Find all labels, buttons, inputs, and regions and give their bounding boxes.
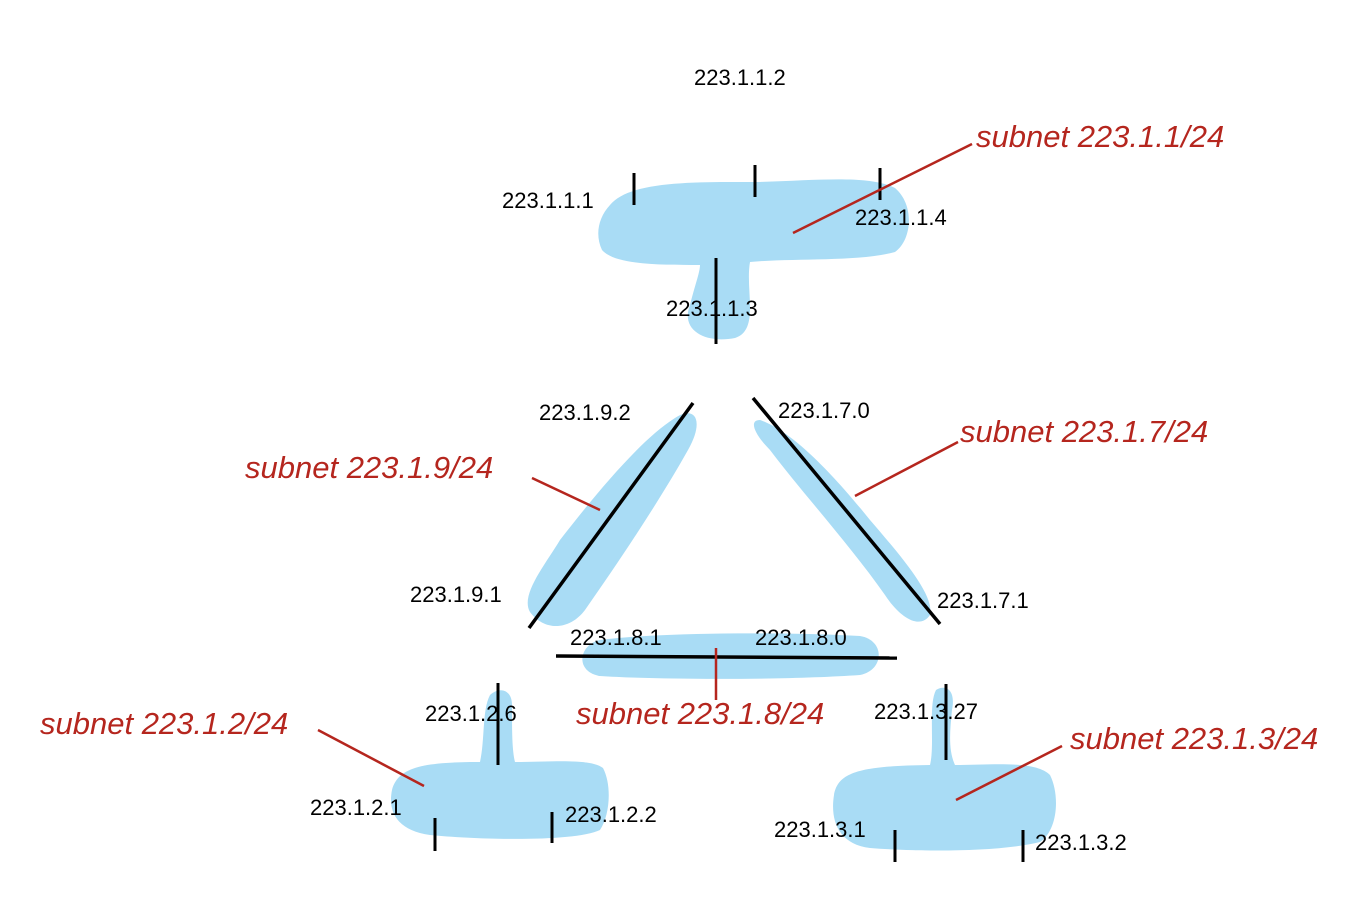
subnet-label-223-1-2: subnet 223.1.2/24 bbox=[40, 706, 288, 741]
address-223-1-9-2: 223.1.9.2 bbox=[539, 400, 631, 425]
address-223-1-1-4: 223.1.1.4 bbox=[855, 205, 947, 230]
address-223-1-1-1: 223.1.1.1 bbox=[502, 188, 594, 213]
address-223-1-2-6: 223.1.2.6 bbox=[425, 701, 517, 726]
address-223-1-7-0: 223.1.7.0 bbox=[778, 398, 870, 423]
subnet-223-1-2-blob bbox=[390, 690, 609, 839]
address-223-1-8-0: 223.1.8.0 bbox=[755, 625, 847, 650]
subnet-label-223-1-8: subnet 223.1.8/24 bbox=[576, 696, 824, 731]
address-223-1-1-3: 223.1.1.3 bbox=[666, 296, 758, 321]
subnet-label-223-1-1: subnet 223.1.1/24 bbox=[976, 119, 1224, 154]
leader-subnet-223-1-9 bbox=[531, 476, 601, 512]
leader-subnet-223-1-2 bbox=[317, 728, 425, 788]
leader-subnet-223-1-1 bbox=[792, 142, 973, 235]
address-223-1-8-1: 223.1.8.1 bbox=[570, 625, 662, 650]
address-223-1-3-27: 223.1.3.27 bbox=[874, 699, 978, 724]
subnet-223-1-1-blob bbox=[598, 179, 909, 340]
leader-subnet-223-1-7 bbox=[854, 440, 959, 498]
address-223-1-2-2: 223.1.2.2 bbox=[565, 802, 657, 827]
address-223-1-3-1: 223.1.3.1 bbox=[774, 817, 866, 842]
subnet-223-1-3-blob bbox=[833, 687, 1056, 851]
link-223-1-7 bbox=[751, 396, 942, 626]
address-223-1-7-1: 223.1.7.1 bbox=[937, 588, 1029, 613]
address-223-1-2-1: 223.1.2.1 bbox=[310, 795, 402, 820]
subnet-223-1-7-blob bbox=[753, 420, 931, 622]
link-223-1-8 bbox=[555, 654, 898, 660]
address-223-1-1-2: 223.1.1.2 bbox=[694, 65, 786, 90]
leader-subnet-223-1-3 bbox=[955, 744, 1063, 802]
address-223-1-3-2: 223.1.3.2 bbox=[1035, 830, 1127, 855]
link-223-1-9 bbox=[527, 401, 695, 630]
address-223-1-9-1: 223.1.9.1 bbox=[410, 582, 502, 607]
subnet-label-223-1-9: subnet 223.1.9/24 bbox=[245, 450, 493, 485]
subnet-label-223-1-3: subnet 223.1.3/24 bbox=[1070, 721, 1318, 756]
subnet-label-223-1-7: subnet 223.1.7/24 bbox=[960, 414, 1208, 449]
